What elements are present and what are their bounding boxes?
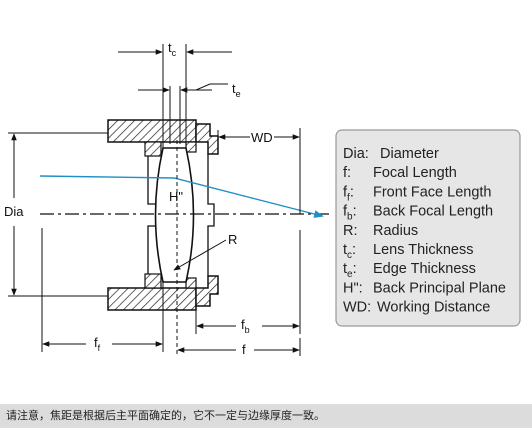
footer-note: 请注意，焦距是根据后主平面确定的，它不一定与边缘厚度一致。 — [0, 404, 532, 428]
svg-text:te: te — [232, 81, 241, 99]
legend-box: Dia: Diameter f: Focal Length ff: Front Face … — [335, 129, 521, 327]
radius-callout: R — [173, 232, 237, 271]
mount-inner-bore-right — [207, 154, 215, 276]
spacer-bottom — [185, 277, 197, 289]
te-label-sub: e — [236, 89, 241, 99]
svg-text:tc: tc — [168, 40, 177, 58]
legend-description: Focal Length — [373, 165, 457, 181]
h-label: H" — [169, 189, 183, 204]
mount-top-wall — [107, 119, 197, 143]
ff-dimension: ff — [41, 228, 164, 353]
lens-element — [154, 147, 195, 283]
tc-label: t — [168, 40, 172, 55]
legend-description: Diameter — [380, 146, 439, 162]
legend-description: Radius — [373, 223, 418, 239]
lens-diagram: H" tc te WD Dia R — [4, 40, 521, 357]
ff-label-sub: f — [98, 343, 101, 353]
te-label: t — [232, 81, 236, 96]
legend-description: Back Focal Length — [373, 204, 493, 220]
legend-key: ff: — [343, 184, 354, 203]
legend-key: f: — [343, 165, 351, 181]
tc-dimension: tc — [118, 40, 232, 148]
fb-label: f — [241, 317, 245, 332]
legend-description: Front Face Length — [373, 184, 492, 200]
svg-text:ff: ff — [94, 335, 101, 353]
mount-bottom-flange — [195, 275, 219, 307]
dia-dimension: Dia — [4, 132, 108, 297]
spacer-top — [185, 141, 197, 153]
lens-mount — [107, 119, 219, 311]
legend-description: Working Distance — [377, 300, 490, 316]
svg-text:fb: fb — [241, 317, 250, 335]
legend-key: tc: — [343, 242, 356, 261]
fb-dimension: fb — [195, 230, 301, 335]
retaining-ring-bottom — [144, 273, 162, 289]
legend-key: fb: — [343, 204, 357, 223]
light-ray — [39, 175, 324, 218]
f-label: f — [242, 342, 246, 357]
wd-dimension: WD — [217, 128, 301, 214]
legend-description: Back Principal Plane — [373, 280, 506, 296]
legend-key: WD: — [343, 300, 371, 316]
wd-label: WD — [251, 130, 273, 145]
tc-label-sub: c — [172, 48, 177, 58]
legend-description: Edge Thickness — [373, 261, 476, 277]
te-dimension: te — [138, 81, 241, 144]
mount-bottom-wall — [107, 287, 197, 311]
retaining-ring-top — [144, 141, 162, 157]
legend-key: R: — [343, 223, 358, 239]
legend-description: Lens Thickness — [373, 242, 473, 258]
ff-label: f — [94, 335, 98, 350]
legend-key: Dia: — [343, 146, 369, 162]
legend-key: H": — [343, 280, 363, 296]
mount-top-flange — [195, 123, 219, 155]
fb-label-sub: b — [245, 325, 250, 335]
r-label: R — [228, 232, 237, 247]
dia-label: Dia — [4, 204, 24, 219]
legend-key: te: — [343, 261, 357, 280]
f-dimension: f — [177, 338, 301, 357]
